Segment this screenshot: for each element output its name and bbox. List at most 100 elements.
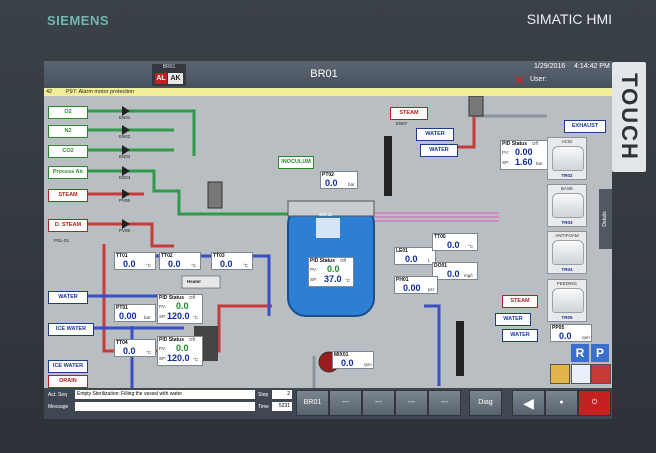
footer-bar: Act. Seq Message Empty Sterilization: Fi…	[44, 388, 612, 419]
mix01-display[interactable]: MIX01 0.0 rpm	[332, 351, 374, 369]
message-label: Message	[48, 404, 69, 410]
drain-output[interactable]: DRAIN	[48, 375, 88, 388]
step-label: Step	[258, 392, 269, 398]
ice-water-source-bottom[interactable]: ICE WATER	[48, 360, 88, 373]
ice-water-source[interactable]: ICE WATER	[48, 323, 94, 336]
power-icon[interactable]: ⏻	[578, 390, 611, 416]
tt02-display[interactable]: TT02 0.0 °C	[159, 252, 201, 270]
dsteam-source[interactable]: D. STEAM	[48, 219, 88, 232]
pid-left-2[interactable]: PID Status Off PV: 0.0 SP: 120.0 °C	[157, 336, 203, 366]
tank-level-label: 100.11	[319, 212, 333, 217]
pid-top[interactable]: PID Status Off PV: 0.00 SP: 1.60 bar	[500, 140, 548, 170]
water-top-2[interactable]: WATER	[420, 144, 458, 157]
nav-button-5[interactable]: ---	[428, 390, 461, 416]
pipe-o2	[84, 109, 196, 156]
acid-tag: TR02	[561, 173, 573, 178]
water-source-left[interactable]: WATER	[48, 291, 88, 304]
pid-tank-title: PID Status	[310, 258, 336, 264]
o2-source[interactable]: O2	[48, 106, 88, 119]
recipe-p-icon[interactable]: P	[591, 344, 609, 362]
acid-bottle-icon	[552, 146, 584, 171]
valve-o2	[122, 106, 130, 116]
nav-button-3[interactable]: ---	[362, 390, 395, 416]
pid-tank-pv-label: PV:	[310, 267, 318, 272]
diag-button[interactable]: Diag	[469, 390, 502, 416]
le01-tag: LE01	[396, 248, 408, 254]
le01-display[interactable]: LE01 0.0 L	[394, 247, 436, 265]
pid-left-1-sp-label: SP:	[159, 314, 167, 319]
base-controller[interactable]: BASE TR03	[547, 184, 587, 227]
tt04-tag: TT04	[116, 340, 128, 346]
pid-left-1-sp: 120.0	[167, 311, 190, 321]
details-tab[interactable]: Details	[599, 189, 612, 249]
alarm-bell-icon[interactable]	[591, 364, 611, 384]
valve-steam	[122, 189, 130, 199]
psl-label: PSL-01	[54, 238, 70, 243]
antifoam-controller[interactable]: ANTIFOAM TR04	[547, 231, 587, 274]
pid-left-1[interactable]: PID Status Off PV: 0.0 SP: 120.0 °C	[157, 294, 203, 324]
tt05-display[interactable]: TT05 0.0 °C	[432, 233, 478, 251]
water-right-2[interactable]: WATER	[502, 329, 538, 342]
valve-label-steam-top: EN07	[396, 121, 408, 126]
water-right-1[interactable]: WATER	[495, 313, 531, 326]
pipe-dsteam	[84, 222, 174, 248]
valve-label-co2: EN03	[119, 154, 131, 159]
antifoam-title: ANTIFOAM	[555, 233, 579, 238]
nav-button-4[interactable]: ---	[395, 390, 428, 416]
pp05-display[interactable]: PP05 0.0 rpm	[550, 324, 592, 342]
tt01-display[interactable]: TT01 0.0 °C	[114, 252, 156, 270]
inoculum-input[interactable]: INOCULUM	[278, 156, 314, 169]
water-top-1[interactable]: WATER	[416, 128, 454, 141]
pid-top-pv-label: PV:	[502, 150, 510, 155]
back-arrow-icon[interactable]: ◀	[512, 390, 545, 416]
pt02-tag: PT02	[322, 172, 334, 178]
steam-source-top[interactable]: STEAM	[390, 107, 428, 120]
process-air-source[interactable]: Process Air	[48, 166, 88, 179]
act-seq-field: Empty Sterilization: Filling the vessel …	[75, 390, 255, 399]
alarm-al-button[interactable]: AL	[155, 73, 167, 84]
alarm-number: 42	[46, 89, 53, 95]
pt02-display[interactable]: PT02 0.0 bar	[320, 171, 358, 189]
pipe-red-loop	[102, 244, 272, 353]
ph01-display[interactable]: PH01 0.00 pH	[394, 276, 438, 294]
exhaust-output[interactable]: EXHAUST	[564, 120, 606, 133]
user-logout-icon[interactable]: ✕	[515, 75, 525, 87]
pid-tank[interactable]: PID Status Off PV: 0.0 SP: 37.0 °C	[308, 257, 354, 287]
user-icon[interactable]: ●	[545, 390, 578, 416]
steam-source-left[interactable]: STEAM	[48, 189, 88, 202]
feeding-controller[interactable]: FEEDING TR05	[547, 279, 587, 322]
tt02-value: 0.0	[168, 259, 181, 269]
co2-source[interactable]: CO2	[48, 145, 88, 158]
pipe-right-water	[424, 304, 441, 386]
alarm-indicator[interactable]: BR01 AL AK	[152, 64, 186, 86]
pt02-value: 0.0	[325, 178, 338, 188]
steam-source-right[interactable]: STEAM	[502, 295, 538, 308]
acid-controller[interactable]: ACID TR02	[547, 137, 587, 180]
n2-source[interactable]: N2	[48, 125, 88, 138]
time-display: 4:14:42 PM	[574, 63, 610, 70]
alarm-line[interactable]: 42 P97: Alarm motor protection	[44, 88, 612, 96]
valve-label-n2: EN02	[119, 134, 131, 139]
do01-tag: DO01	[434, 263, 448, 269]
dosing-sidebar: ACID TR02 BASE TR03 ANTIFOAM TR04 FEEDIN…	[547, 128, 612, 399]
mix01-unit: rpm	[364, 362, 372, 367]
tt03-tag: TT03	[213, 253, 225, 259]
valve-co2	[122, 145, 130, 155]
recipe-r-icon[interactable]: R	[571, 344, 589, 362]
do01-display[interactable]: DO01 0.0 mg/l	[432, 262, 478, 280]
act-seq-label: Act. Seq	[48, 392, 67, 398]
nav-button-2[interactable]: ---	[329, 390, 362, 416]
trend-icon[interactable]	[571, 364, 591, 384]
pt01-display[interactable]: PT01 0.00 bar	[114, 304, 156, 322]
pid-tank-unit: °C	[345, 278, 351, 283]
alarm-ak-button[interactable]: AK	[168, 73, 183, 84]
operator-icon[interactable]	[550, 364, 570, 384]
tt04-display[interactable]: TT04 0.0 °C	[114, 339, 156, 357]
base-bottle-icon	[552, 193, 584, 218]
pp05-value: 0.0	[559, 331, 572, 341]
tt03-value: 0.0	[220, 259, 233, 269]
pp05-tag: PP05	[552, 325, 565, 331]
nav-br01-button[interactable]: BR01	[296, 390, 329, 416]
tt03-display[interactable]: TT03 0.0 °C	[211, 252, 253, 270]
pid-left-1-pv-label: PV:	[159, 304, 167, 309]
